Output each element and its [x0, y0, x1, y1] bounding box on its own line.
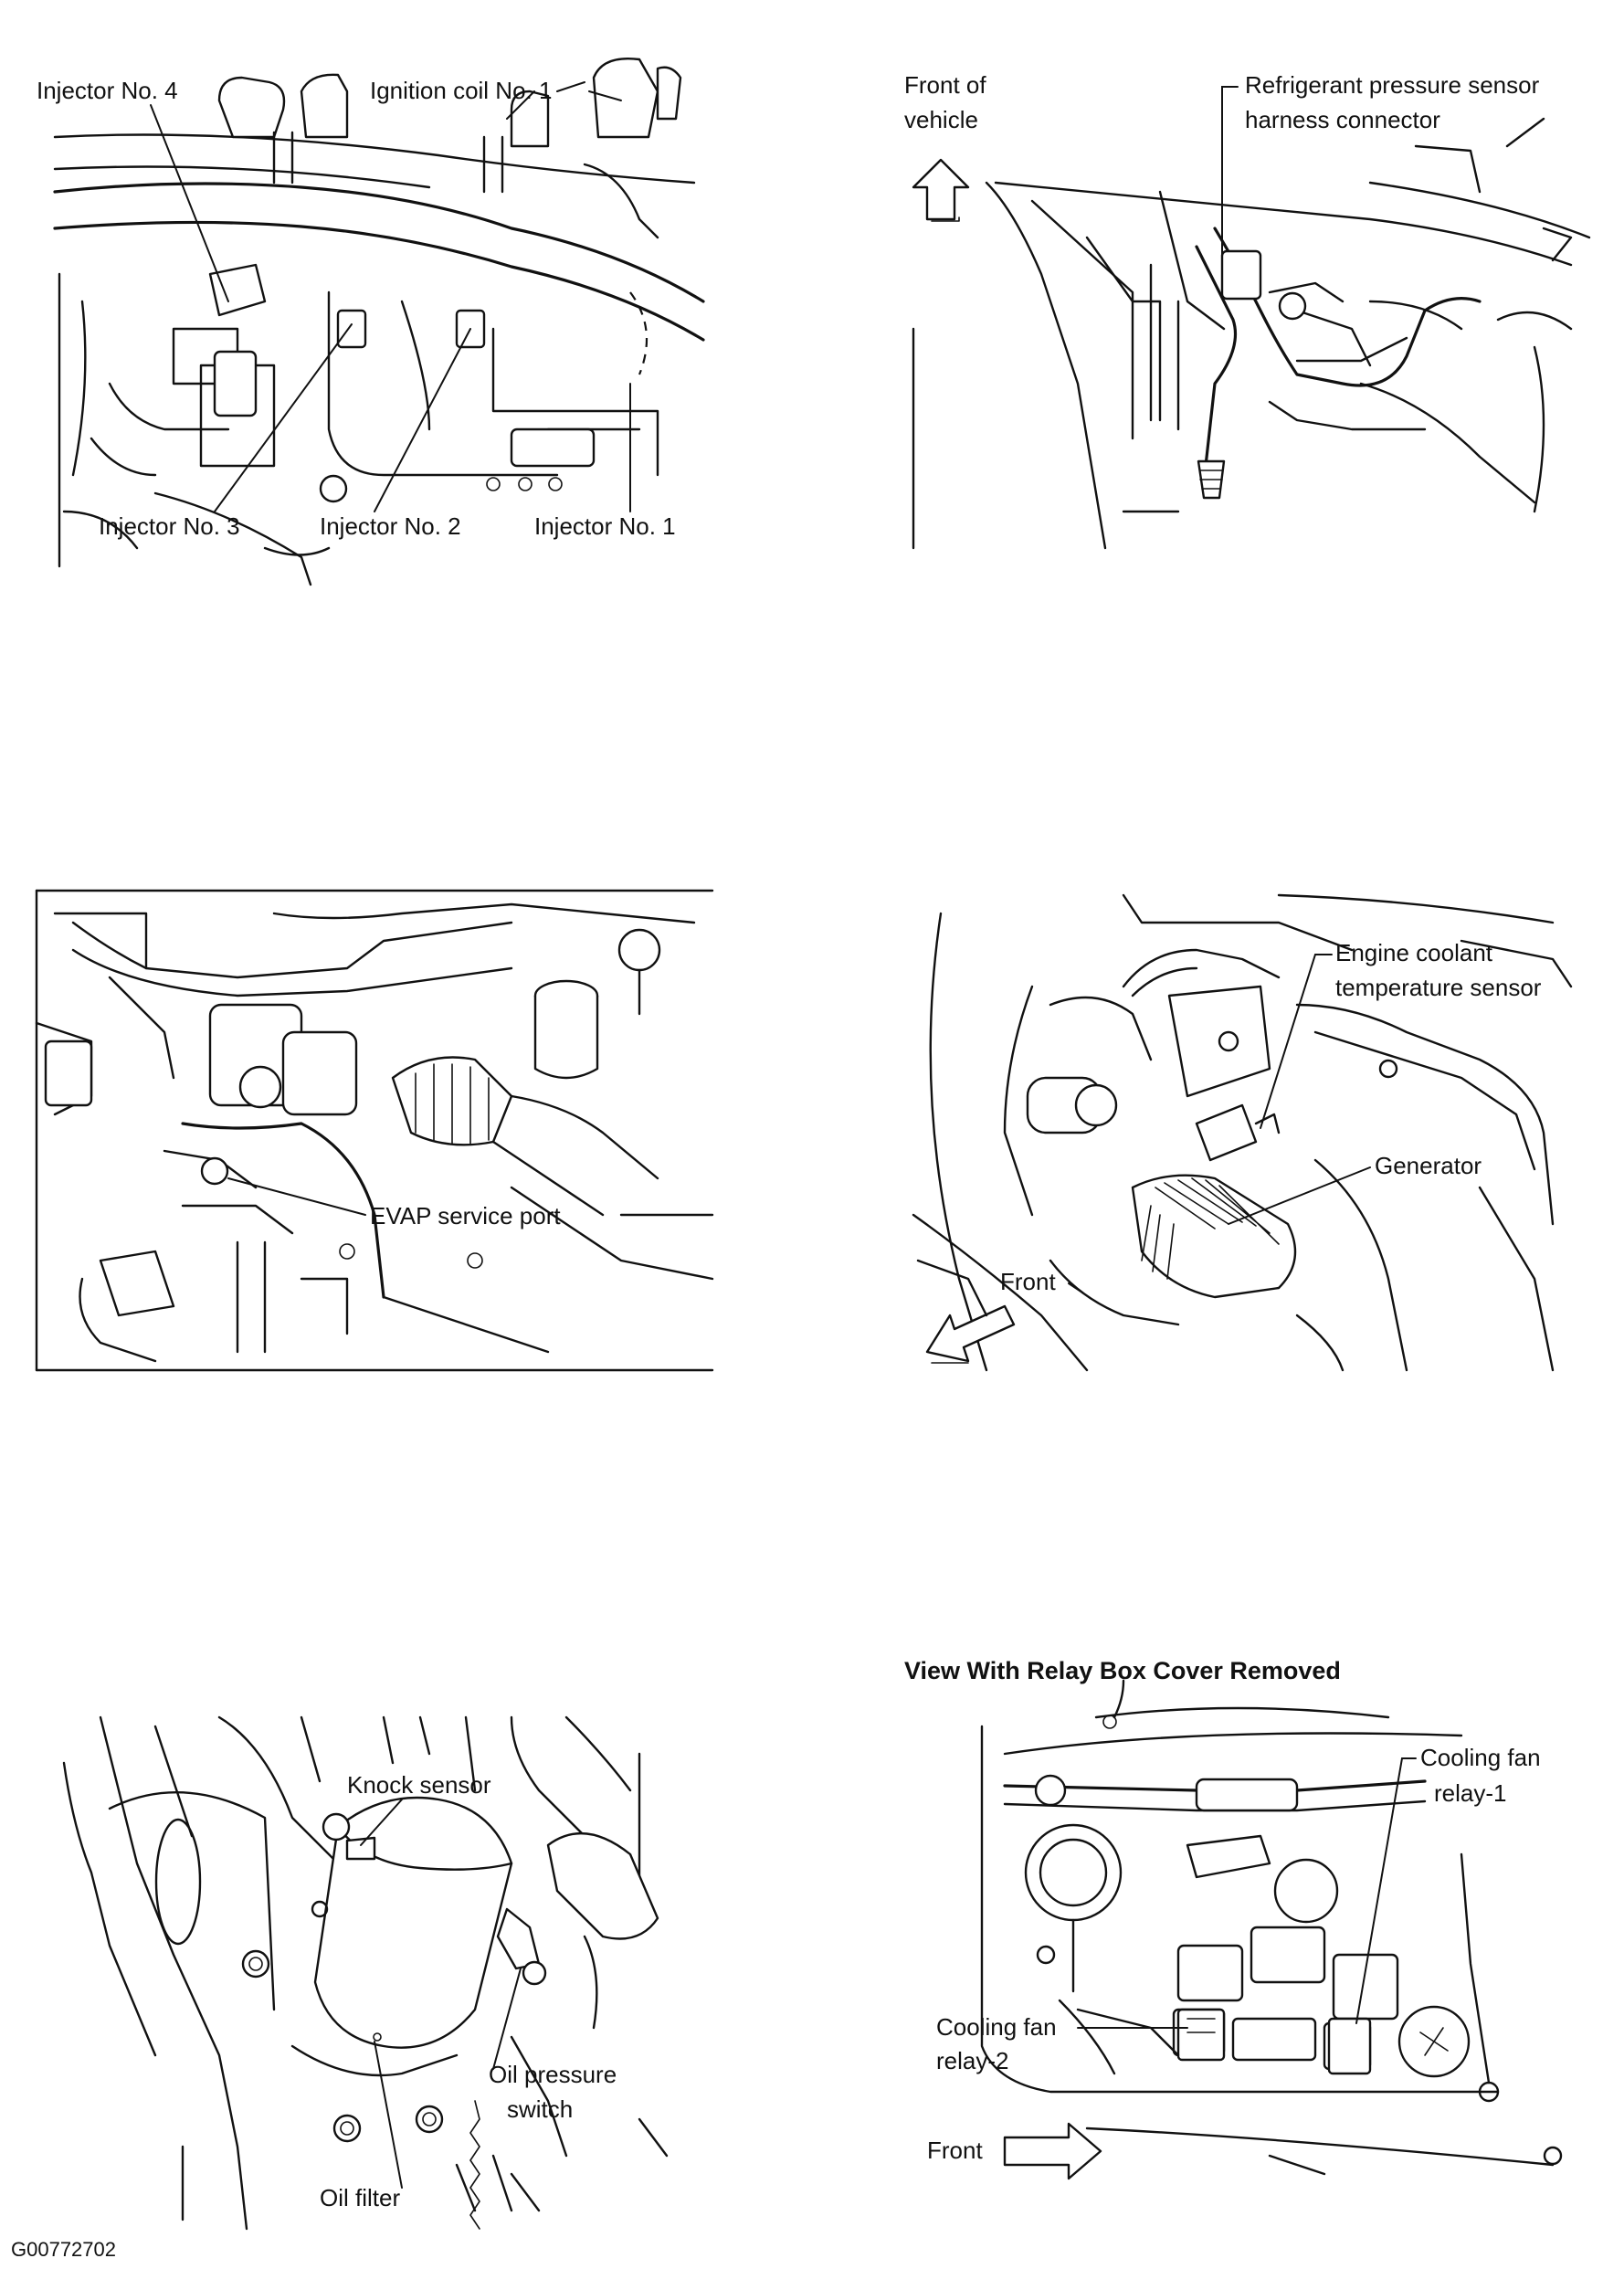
panel-refrigerant-leaders: [1221, 86, 1239, 257]
panel-oil-filter: Knock sensor Oil pressure switch Oil fil…: [62, 1715, 669, 2231]
panel-evap-leaders: [227, 1177, 366, 1216]
label-injector-4: Injector No. 4: [37, 77, 178, 104]
label-injector-1: Injector No. 1: [534, 512, 676, 540]
label-refrigerant-sensor-line-2: harness connector: [1245, 106, 1440, 133]
label-cooling-fan-relay-2-line-2: relay-2: [936, 2047, 1008, 2074]
panel-injectors-leaders: [150, 81, 631, 512]
label-ect-sensor-line-1: Engine coolant: [1335, 939, 1493, 966]
label-oil-pressure-switch-line-2: switch: [507, 2095, 573, 2123]
figure-code: G00772702: [11, 2238, 116, 2261]
label-front-panel4: Front: [1000, 1268, 1056, 1295]
label-front-of-vehicle-line-1: Front of: [904, 71, 986, 99]
label-refrigerant-sensor-line-1: Refrigerant pressure sensor: [1245, 71, 1540, 99]
panel-oil-leaders: [360, 1799, 522, 2189]
panel-ect-leaders: [1068, 954, 1371, 1293]
label-generator: Generator: [1375, 1152, 1482, 1179]
front-arrow-right-icon: [1003, 2122, 1102, 2180]
label-cooling-fan-relay-2-line-1: Cooling fan: [936, 2013, 1057, 2041]
panel-injectors-drawing: [53, 58, 705, 586]
front-arrow-icon: [925, 1304, 1016, 1363]
label-cooling-fan-relay-1-line-1: Cooling fan: [1420, 1744, 1541, 1771]
label-oil-pressure-switch-line-1: Oil pressure: [489, 2061, 617, 2088]
label-evap-service-port: EVAP service port: [370, 1202, 561, 1229]
panel-injectors: Injector No. 4 Ignition coil No. 1 Injec…: [37, 58, 705, 586]
panel-refrigerant-drawing: [912, 117, 1591, 550]
panel-evap-drawing: [35, 889, 714, 1372]
panel-ect-generator: Engine coolant temperature sensor Genera…: [912, 893, 1573, 1372]
label-injector-3: Injector No. 3: [99, 512, 240, 540]
label-front-of-vehicle-line-2: vehicle: [904, 106, 978, 133]
label-ignition-coil-1: Ignition coil No. 1: [370, 77, 552, 104]
label-oil-filter: Oil filter: [320, 2184, 400, 2211]
panel-relay-drawing: [980, 1679, 1563, 2180]
label-injector-2: Injector No. 2: [320, 512, 461, 540]
relay-box-view-title: View With Relay Box Cover Removed: [904, 1657, 1341, 1684]
panel-ect-drawing: [912, 893, 1573, 1372]
panel-oil-drawing: [62, 1715, 669, 2231]
label-knock-sensor: Knock sensor: [347, 1771, 491, 1799]
panel-relay-box: View With Relay Box Cover Removed Coolin…: [904, 1657, 1563, 2180]
label-ect-sensor-line-2: temperature sensor: [1335, 974, 1542, 1001]
label-front-panel6: Front: [927, 2137, 983, 2164]
panel-evap-port: EVAP service port: [35, 889, 714, 1372]
panel-refrigerant-sensor: Front of vehicle Refrigerant pressure se…: [904, 71, 1591, 550]
panel-relay-leaders: [1077, 1757, 1417, 2029]
front-of-vehicle-arrow-icon: [912, 158, 970, 221]
label-cooling-fan-relay-1-line-2: relay-1: [1434, 1779, 1506, 1807]
